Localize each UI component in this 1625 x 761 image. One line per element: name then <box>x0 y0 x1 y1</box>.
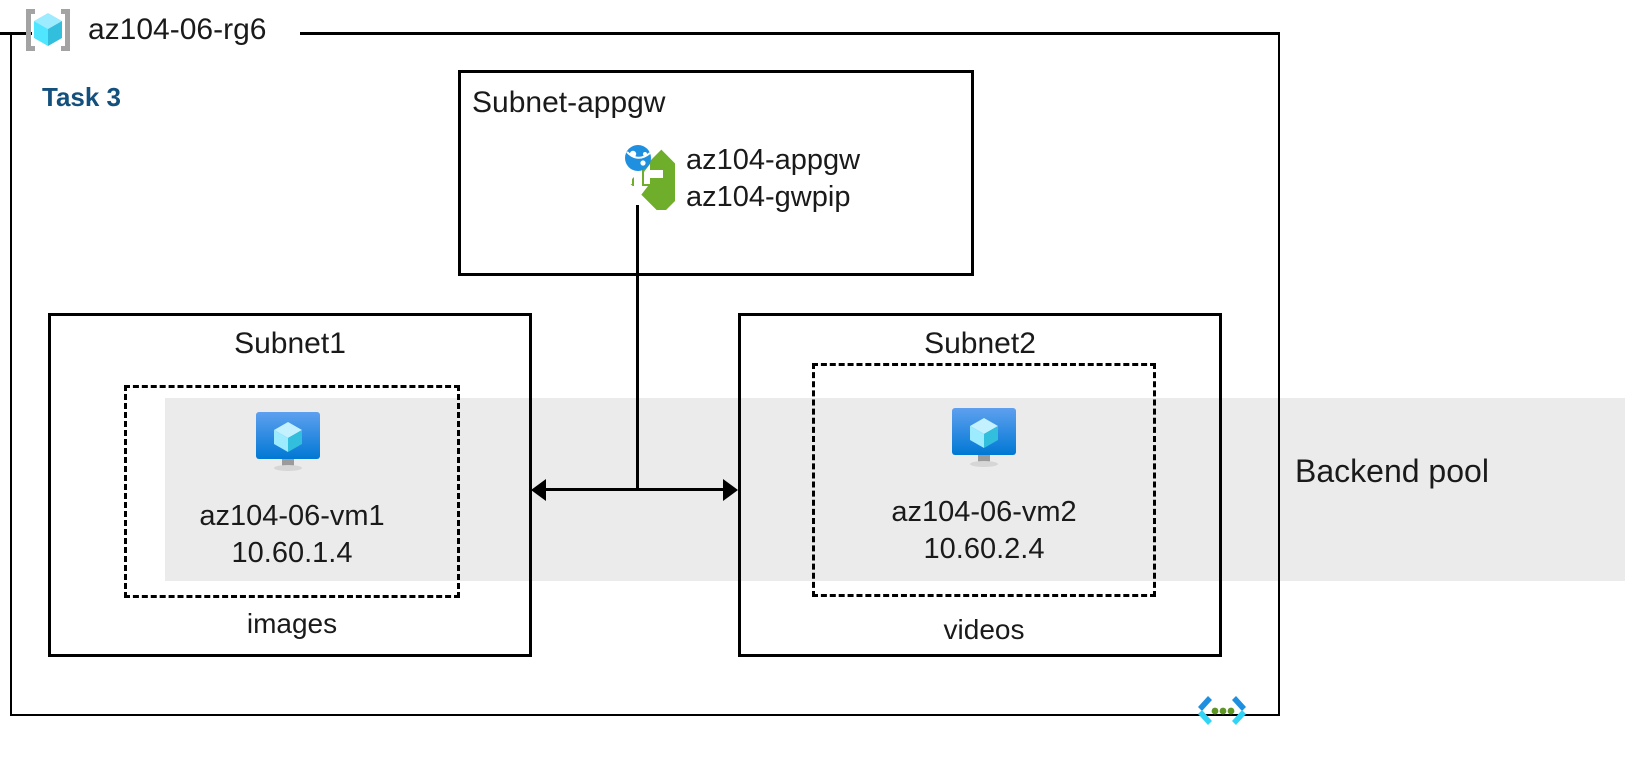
virtual-machine-icon <box>948 406 1020 468</box>
subnet2-title: Subnet2 <box>924 327 1036 360</box>
appgw-name: az104-appgw <box>686 144 861 176</box>
resource-group-border-top-right <box>300 32 1280 35</box>
resource-group-icon <box>22 5 74 55</box>
subnet2-box <box>738 313 1222 657</box>
arrow-head-left-icon <box>531 479 546 501</box>
resource-group-border-top-left <box>0 32 32 35</box>
backend-pool-band <box>165 398 1625 581</box>
code-chevron-icon <box>1192 692 1252 730</box>
vm1-ip: 10.60.1.4 <box>231 537 353 569</box>
appgw-vertical-connector <box>636 205 639 490</box>
subnet1-title: Subnet1 <box>234 327 346 360</box>
subnet2-storage-boundary <box>812 363 1156 597</box>
subnet-appgw-title: Subnet-appgw <box>472 86 666 119</box>
gwpip-name: az104-gwpip <box>686 181 851 213</box>
subnet1-storage-boundary <box>124 385 460 598</box>
vm2-ip: 10.60.2.4 <box>923 533 1045 565</box>
virtual-machine-icon <box>252 410 324 472</box>
vm1-info: az104-06-vm1 10.60.1.4 <box>124 498 460 572</box>
vm2-info: az104-06-vm2 10.60.2.4 <box>812 494 1156 568</box>
task-label: Task 3 <box>42 82 122 112</box>
arrow-head-right-icon <box>723 479 738 501</box>
subnet-connector-line <box>540 488 730 491</box>
vm2-name: az104-06-vm2 <box>891 496 1077 528</box>
application-gateway-icon <box>601 136 694 215</box>
vm1-name: az104-06-vm1 <box>199 500 385 532</box>
subnet2-storage-label: videos <box>943 614 1025 645</box>
subnet-appgw-box <box>458 70 974 276</box>
resource-group-border <box>10 33 1280 716</box>
subnet1-storage-label: images <box>246 608 338 639</box>
resource-group-label: az104-06-rg6 <box>88 13 267 46</box>
subnet1-box <box>48 313 532 657</box>
backend-pool-label: Backend pool <box>1295 453 1489 489</box>
appgw-resource-names: az104-appgw az104-gwpip <box>686 142 860 216</box>
